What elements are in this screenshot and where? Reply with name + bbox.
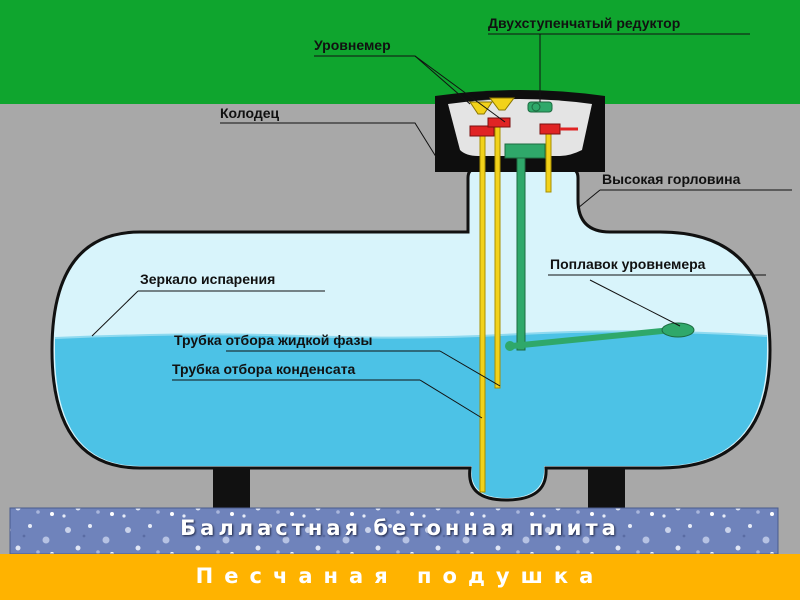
high-neck-label: Высокая горловина bbox=[602, 171, 741, 187]
float-arm bbox=[511, 327, 673, 349]
liquid-phase bbox=[55, 331, 767, 498]
liquid-phase-tube bbox=[494, 125, 501, 389]
valve-red-1 bbox=[469, 125, 495, 137]
ballast-slab bbox=[9, 507, 779, 555]
leader-lines bbox=[91, 33, 792, 419]
level-gauge-head-1 bbox=[469, 101, 493, 115]
gauge-float-label: Поплавок уровнемера bbox=[550, 256, 706, 272]
high-neck-pointer bbox=[577, 189, 601, 209]
sand-cushion bbox=[0, 554, 800, 600]
reducer-pointer bbox=[488, 33, 541, 102]
float-pivot bbox=[505, 341, 515, 351]
condensate-tube bbox=[479, 131, 486, 493]
reducer-label: Двухступенчатый редуктор bbox=[488, 15, 681, 31]
mirror-pointer bbox=[91, 290, 139, 337]
valve-red-3 bbox=[539, 123, 561, 135]
liquid-tube-label: Трубка отбора жидкой фазы bbox=[174, 332, 373, 348]
gas-phase-tube bbox=[545, 125, 552, 193]
float-pointer bbox=[589, 279, 681, 327]
level-gauge-float bbox=[661, 322, 695, 338]
support-leg-left bbox=[213, 468, 250, 512]
level-gauge-head-2 bbox=[489, 97, 515, 111]
level-gauge-label: Уровнемер bbox=[314, 37, 391, 53]
well-leader bbox=[220, 122, 439, 161]
float-rod bbox=[516, 149, 526, 351]
evaporation-mirror-label: Зеркало испарения bbox=[140, 271, 276, 287]
float-head bbox=[504, 143, 546, 159]
support-leg-right bbox=[588, 468, 625, 512]
reducer-dial bbox=[531, 102, 541, 112]
valve-red-2 bbox=[487, 117, 511, 128]
ballast-slab-label: Балластная бетонная плита bbox=[180, 516, 620, 540]
level-gauge-leader-2 bbox=[414, 55, 506, 123]
grass-layer bbox=[0, 0, 800, 104]
sand-cushion-label: Песчаная подушка bbox=[195, 564, 605, 588]
well-label: Колодец bbox=[220, 105, 280, 121]
condensate-pointer bbox=[419, 379, 483, 419]
condensate-tube-label: Трубка отбора конденсата bbox=[172, 361, 356, 377]
liquid-tube-pointer bbox=[439, 350, 501, 387]
